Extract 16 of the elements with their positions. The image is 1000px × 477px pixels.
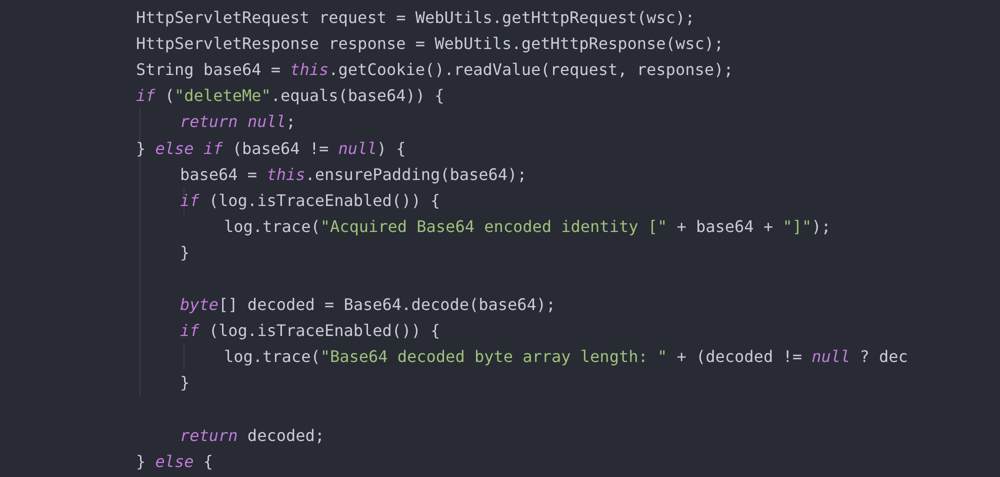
code-line: HttpServletRequest request = WebUtils.getHttpRequest(wsc); xyxy=(136,7,695,29)
code-line: return null; xyxy=(180,111,296,134)
code-line: } else if (base64 != null) { xyxy=(136,138,406,160)
code-line: base64 = this.ensurePadding(base64); xyxy=(180,164,527,186)
code-line: } else { xyxy=(136,450,214,473)
code-line: byte[] decoded = Base64.decode(base64); xyxy=(180,294,556,316)
code-line: if ("deleteMe".equals(base64)) { xyxy=(136,85,444,108)
code-line: } xyxy=(180,372,190,394)
code-line: return decoded; xyxy=(180,424,324,447)
code-line: HttpServletResponse response = WebUtils.getHttpResponse(wsc); xyxy=(136,33,724,56)
code-line: if (log.isTraceEnabled()) { xyxy=(180,320,440,342)
code-line: if (log.isTraceEnabled()) { xyxy=(180,190,440,212)
code-line: log.trace("Base64 decoded byte array length: " + (decoded != null ? dec xyxy=(224,346,908,368)
code-line: log.trace("Acquired Base64 encoded identity [" + base64 + "]"); xyxy=(224,216,831,238)
code-line: } xyxy=(180,242,190,264)
code-line: String base64 = this.getCookie().readValue(request, response); xyxy=(136,59,734,82)
